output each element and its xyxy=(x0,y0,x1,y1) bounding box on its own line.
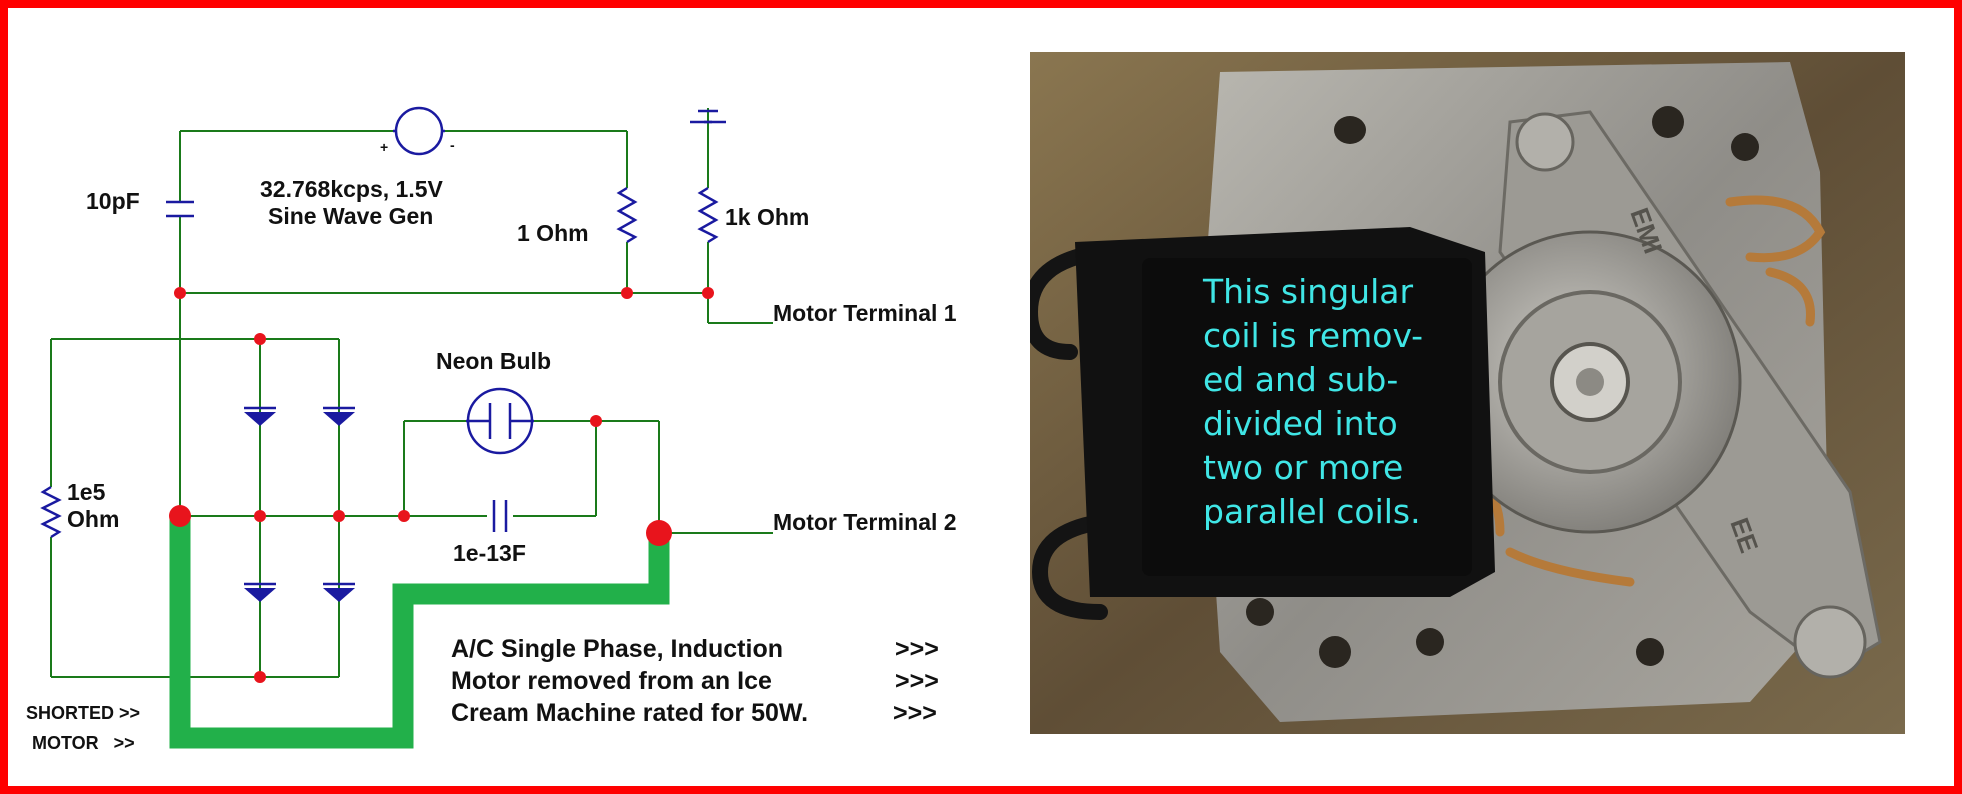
resistor-1e5-label-line2: Ohm xyxy=(67,506,119,532)
resistor-1e5-label-line1: 1e5 xyxy=(67,479,106,505)
capacitor-10pf-label: 10pF xyxy=(86,188,140,214)
junction-nodes xyxy=(169,287,714,683)
capacitor-10pf xyxy=(166,200,194,218)
resistor-1ohm xyxy=(616,186,638,244)
circuit-schematic: 10pF + - 32.768kcps, 1.5V Sine Wave Gen … xyxy=(26,106,957,753)
diode-lower-left xyxy=(244,582,276,602)
sine-generator-symbol xyxy=(393,106,445,156)
neon-bulb-symbol xyxy=(466,387,534,455)
generator-label-line2: Sine Wave Gen xyxy=(268,203,433,229)
top-loop-wires xyxy=(179,108,773,324)
note-line-1: A/C Single Phase, Induction xyxy=(451,635,783,663)
motor-photo: EMI EE This singular coil is remov- ed a… xyxy=(1030,52,1905,734)
rivet-top xyxy=(1515,112,1575,172)
black-wires xyxy=(1030,244,1108,620)
note-line-1-arrows: >>> xyxy=(895,635,939,663)
generator-plus-sign: + xyxy=(380,139,388,155)
note-line-2: Motor removed from an Ice xyxy=(451,667,772,695)
mounting-holes xyxy=(1246,106,1759,668)
capacitor-1e13-label: 1e-13F xyxy=(453,540,526,566)
motor-terminal-2-label: Motor Terminal 2 xyxy=(773,509,957,535)
note-line-3-arrows: >>> xyxy=(893,699,937,727)
shorted-label: SHORTED >> xyxy=(26,703,140,723)
screw-head xyxy=(1793,605,1867,679)
generator-minus-sign: - xyxy=(450,137,455,153)
coil-face xyxy=(1142,258,1472,576)
resistor-1kohm-label: 1k Ohm xyxy=(725,204,809,230)
generator-label-line1: 32.768kcps, 1.5V xyxy=(260,176,444,202)
capacitor-1e13 xyxy=(492,500,508,532)
motor-photo-illustration: EMI EE xyxy=(1030,52,1905,734)
diode-lower-right xyxy=(323,582,355,602)
shaft xyxy=(1576,368,1604,396)
note-line-2-arrows: >>> xyxy=(895,667,939,695)
diode-upper-left xyxy=(244,406,276,426)
note-line-3: Cream Machine rated for 50W. xyxy=(451,699,808,727)
motor-notes: A/C Single Phase, Induction >>> Motor re… xyxy=(451,635,939,727)
resistor-1e5 xyxy=(40,485,62,539)
shorted-motor-path xyxy=(169,516,670,749)
motor-label: MOTOR >> xyxy=(32,733,135,753)
resistor-1ohm-label: 1 Ohm xyxy=(517,220,589,246)
coil-caption: This singular coil is remov- ed and sub-… xyxy=(1203,272,1424,531)
diode-upper-right xyxy=(323,406,355,426)
motor-terminal-1-label: Motor Terminal 1 xyxy=(773,300,957,326)
ground-symbol xyxy=(690,109,726,124)
neon-bulb-label: Neon Bulb xyxy=(436,348,551,374)
resistor-1kohm xyxy=(697,186,719,244)
